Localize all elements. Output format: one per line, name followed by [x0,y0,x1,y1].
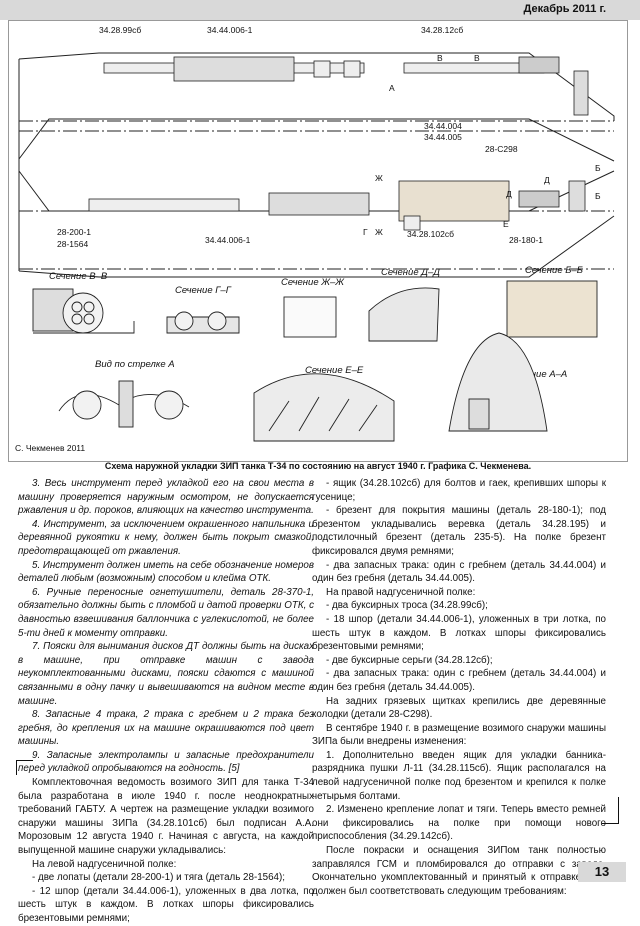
hull-outline [18,52,615,278]
quote-bracket-end [602,797,619,824]
cut-letter: В [437,53,443,63]
zip-layout-figure: 34.28.99сб 34.44.006-1 34.28.12сб 34.44.… [8,20,628,462]
paragraph: 3. Весь инструмент перед укладкой его на… [18,478,314,517]
section-drawings [32,280,598,442]
cut-letter: В [474,53,480,63]
cut-letter: Б [595,163,601,173]
figure-caption: Схема наружной укладки ЗИП танка Т-34 по… [104,461,532,471]
part-label: 34.44.006-1 [207,25,253,35]
part-label: 34.44.005 [424,132,462,142]
cut-letter: Ж [375,227,383,237]
section-title: Сечение Е–Е [305,365,364,376]
section-title: Сечение В–В [49,271,108,282]
paragraph: - брезент для покрытия машины (деталь 28… [312,505,606,557]
part-label: 34.44.004 [424,121,462,131]
paragraph: 7. Пояски для вынимания дисков ДТ должны… [18,641,314,707]
paragraph: - 18 шпор (детали 34.44.006-1), уложенны… [312,613,606,653]
part-label: 34.28.102сб [407,229,454,239]
paragraph: 5. Инструмент должен иметь на себе обозн… [18,559,314,585]
part-label: 34.28.99сб [99,25,141,35]
paragraph: На правой надгусеничной полке: [326,586,476,598]
paragraph: 6. Ручные переносные огнетушители, детал… [18,586,314,639]
right-column: - ящик (34.28.102сб) для болтов и гаек, … [312,477,606,898]
part-label: 28-С298 [485,144,518,154]
section-title: Сечение Д–Д [381,267,440,278]
cut-letter: Б [595,191,601,201]
paragraph: 9. Запасные электролампы и запасные пред… [18,749,314,775]
paragraph: - два запасных трака: один с гребнем (де… [312,668,606,693]
part-label: 34.28.12сб [421,25,463,35]
section-title: Сечение Г–Г [175,285,232,296]
figure-credit: С. Чекменев 2011 [15,443,85,453]
left-fender-items [88,180,586,231]
quote-bracket-start [16,760,33,775]
part-label: 28-1564 [57,239,88,249]
issue-date: Декабрь 2011 г. [523,3,607,15]
section-title: Вид по стрелке А [95,359,175,370]
page-number: 13 [578,862,626,882]
part-label: 34.44.006-1 [205,235,251,245]
paragraph: - 12 шпор (детали 34.44.006-1), уложенны… [18,885,314,924]
paragraph: - два буксирных троса (34.28.99сб); [326,600,488,612]
paragraph: На левой надгусеничной полке: [32,858,177,870]
cut-letter: Г [363,227,368,237]
left-column: 3. Весь инструмент перед укладкой его на… [18,477,314,926]
paragraph: - две лопаты (детали 28-200-1) и тяга (д… [32,872,285,884]
section-title: Сечение Б–Б [525,265,583,276]
section-title: Сечение Ж–Ж [281,277,345,288]
paragraph: На задних грязевых щитках крепились две … [312,695,606,721]
paragraph: - ящик (34.28.102сб) для болтов и гаек, … [312,478,606,503]
cut-letter: А [389,83,395,93]
cut-letter: Е [503,219,509,229]
header-bar: Декабрь 2011 г. [0,0,640,20]
tank-drawing: 34.28.99сб 34.44.006-1 34.28.12сб 34.44.… [15,25,615,453]
right-fender-items [103,56,589,116]
paragraph: 4. Инструмент, за исключением окрашенног… [18,518,314,557]
paragraph: В сентябре 1940 г. в размещение возимого… [312,722,606,748]
paragraph: После покраски и оснащения ЗИПом танк по… [312,845,606,897]
cut-letter: Д [506,189,512,199]
paragraph: - два запасных трака: один с гребнем (де… [312,559,606,585]
paragraph: 8. Запасные 4 трака, 2 трака с гребнем и… [18,709,314,748]
cut-letter: Д [544,175,550,185]
paragraph: 1. Дополнительно введен ящик для укладки… [312,749,606,802]
cut-letter: Ж [375,173,383,183]
paragraph: Комплектовочная ведомость возимого ЗИП д… [18,777,314,857]
part-label: 28-200-1 [57,227,91,237]
paragraph: - две буксирные серьги (34.28.12сб); [326,654,493,666]
part-label: 28-180-1 [509,235,543,245]
paragraph: 2. Изменено крепление лопат и тяги. Тепе… [312,804,606,843]
section-title: Сечение А–А [509,369,567,380]
